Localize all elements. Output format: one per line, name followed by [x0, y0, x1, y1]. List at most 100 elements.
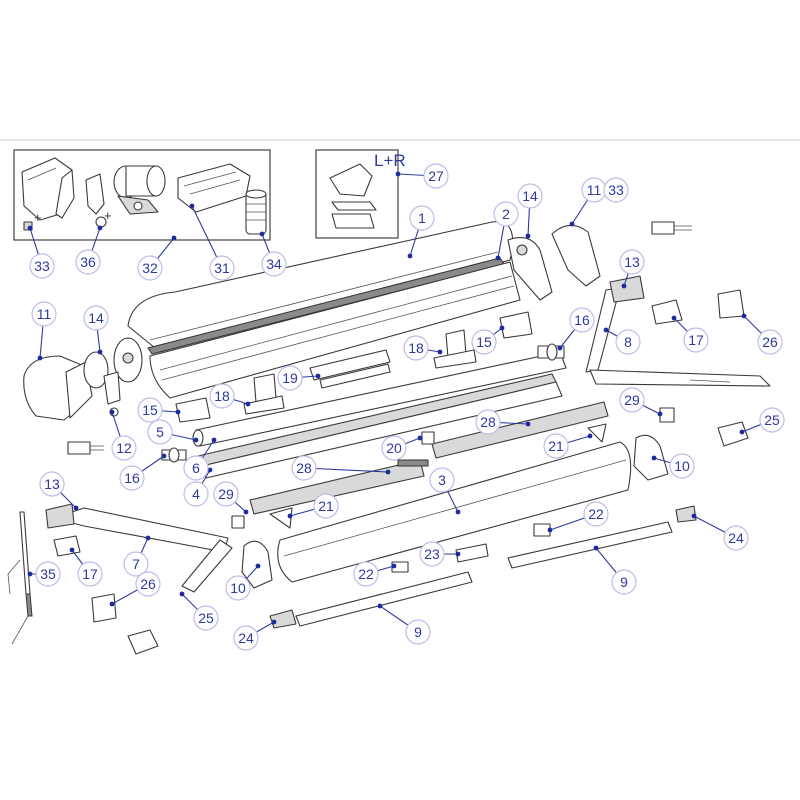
leader-dot-c22b [547, 527, 553, 533]
callout-ring-c25b [759, 407, 785, 433]
leg-9-right [507, 505, 697, 569]
leg-9-left [269, 571, 473, 629]
callout-label-c16b: 16 [574, 312, 590, 328]
callout-label-c12: 12 [116, 440, 132, 456]
callout-ring-c9a [405, 619, 431, 645]
callout-label-c17a: 17 [82, 566, 98, 582]
callout-ring-c3 [429, 467, 455, 493]
end-cap-10-right [633, 434, 669, 481]
crank-rod-35 [7, 511, 33, 645]
callout-label-c1: 1 [418, 210, 426, 226]
callout-ring-c34 [261, 251, 287, 277]
callout-ring-c14b [517, 183, 543, 209]
mount-26-left [91, 593, 117, 623]
callout-ring-c2 [493, 201, 519, 227]
callout-ring-c23 [419, 541, 445, 567]
callout-label-c24b: 24 [728, 530, 744, 546]
callout-ring-c8 [615, 329, 641, 355]
tube-28-upper [431, 401, 609, 459]
plus-sign-left: + [34, 210, 42, 225]
callout-label-c31: 31 [214, 260, 230, 276]
tube-28-lower [249, 459, 425, 515]
leader-dot-c16b [557, 345, 563, 351]
callout-ring-c24a [233, 625, 259, 651]
leader-dot-c19 [315, 373, 321, 379]
callout-ring-c9b [611, 569, 637, 595]
callout-ring-c14a [83, 305, 109, 331]
callout-label-c3: 3 [438, 472, 446, 488]
callout-ring-c35 [35, 561, 61, 587]
callout-label-c21a: 21 [318, 498, 334, 514]
callout-label-c34: 34 [266, 256, 282, 272]
leader-dot-c18a [245, 401, 251, 407]
bracket-18-right [433, 329, 477, 369]
leader-dot-c7 [145, 535, 151, 541]
leader-dot-c8 [603, 327, 609, 333]
callout-ring-c22a [353, 561, 379, 587]
leader-dot-c29a [243, 509, 249, 515]
control-box-31 [177, 163, 251, 213]
mount-26-right [717, 289, 745, 319]
leader-dot-c11b [569, 221, 575, 227]
callout-ring-c31 [209, 255, 235, 281]
bracket-21-right [587, 423, 607, 443]
callout-ring-c33a [29, 253, 55, 279]
callout-label-c20: 20 [386, 440, 402, 456]
callout-label-c14a: 14 [88, 310, 104, 326]
callout-label-c5: 5 [156, 424, 164, 440]
callout-ring-c10a [225, 575, 251, 601]
callout-label-c26a: 26 [140, 576, 156, 592]
callout-label-c11a: 11 [37, 306, 52, 322]
leader-dot-c16a [161, 453, 167, 459]
callout-label-c28a: 28 [296, 460, 312, 476]
mount-25-left [127, 629, 159, 655]
callout-ring-c26a [135, 571, 161, 597]
leader-dot-c23 [455, 551, 461, 557]
callout-label-c10a: 10 [230, 580, 246, 596]
callout-ring-c16a [119, 465, 145, 491]
leader-dot-c2 [495, 255, 501, 261]
callout-ring-c32 [137, 255, 163, 281]
callout-ring-c6 [183, 455, 209, 481]
leader-line-c28a [303, 467, 389, 473]
cable-34 [245, 189, 267, 235]
leader-dot-c25b [739, 429, 745, 435]
leader-dot-c36 [97, 225, 103, 231]
callout-label-c18b: 18 [408, 340, 424, 356]
callout-label-c8: 8 [624, 334, 632, 350]
callout-label-c2: 2 [502, 206, 510, 222]
callout-label-c11b: 11 [587, 182, 602, 198]
callout-ring-c28a [291, 455, 317, 481]
leader-dot-c31 [189, 203, 195, 209]
callout-label-c22b: 22 [588, 506, 604, 522]
connector-13-left [67, 441, 104, 455]
leader-dot-c21b [587, 433, 593, 439]
callout-ring-c22b [583, 501, 609, 527]
callout-label-c15b: 15 [476, 334, 492, 350]
callout-label-c18a: 18 [214, 388, 230, 404]
callout-label-c26b: 26 [762, 334, 778, 350]
callout-ring-c5 [147, 419, 173, 445]
callout-label-c19: 19 [282, 370, 298, 386]
callout-label-c36: 36 [80, 254, 96, 270]
left-bracket-12 [103, 371, 121, 417]
leader-dot-c15b [499, 325, 505, 331]
leader-dot-c15a [175, 409, 181, 415]
tube-end-16-right [537, 343, 565, 361]
leader-dot-c9a [377, 603, 383, 609]
leader-dot-c27 [395, 171, 401, 177]
callout-ring-c16b [569, 307, 595, 333]
callout-label-c9a: 9 [414, 624, 422, 640]
leader-dot-c34 [259, 231, 265, 237]
callout-ring-c7 [123, 551, 149, 577]
bracket-15-left [175, 397, 211, 423]
connector-13-right [651, 221, 692, 235]
clip-20 [421, 431, 435, 445]
end-cap-27 [329, 163, 377, 229]
leader-dot-c13b [621, 283, 627, 289]
callout-ring-c20 [381, 435, 407, 461]
leader-dot-c24b [691, 513, 697, 519]
callout-label-c7: 7 [132, 556, 140, 572]
